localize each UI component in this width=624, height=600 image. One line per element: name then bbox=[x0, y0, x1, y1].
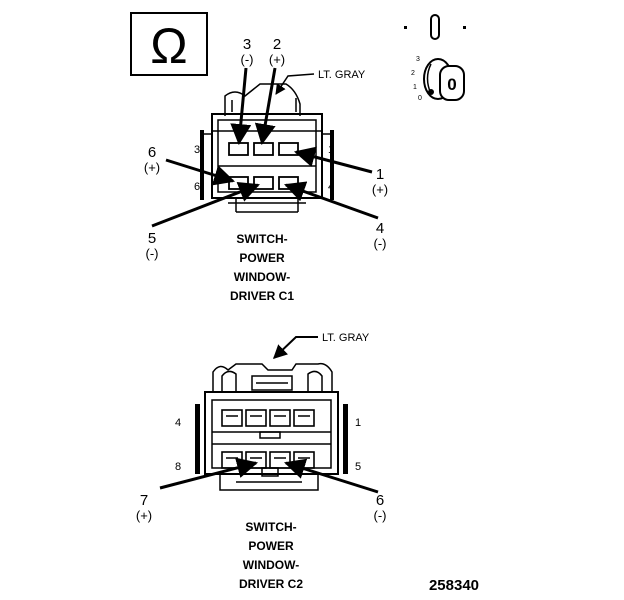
ignition-switch-icon: 3 2 1 0 0 bbox=[404, 14, 466, 102]
c2-callout-pin-7-sign: (+) bbox=[136, 508, 152, 523]
c1-caption-line-2: POWER bbox=[239, 251, 285, 265]
ignition-key-label: 0 bbox=[447, 75, 456, 94]
c2-caption-line-3: WINDOW- bbox=[243, 558, 299, 572]
c2-callout-pin-7-number: 7 bbox=[140, 492, 148, 509]
c1-cavity-number-top-right: 1 bbox=[328, 144, 334, 156]
c2-cavity-number-top-left: 4 bbox=[175, 417, 181, 429]
ignition-pos-2: 2 bbox=[411, 70, 415, 77]
c2-cavity-number-bottom-left: 8 bbox=[175, 461, 181, 473]
c1-callout-pin-1-number: 1 bbox=[376, 166, 384, 183]
ignition-pos-3: 3 bbox=[416, 56, 420, 63]
c1-callout-pin-2-number: 2 bbox=[273, 36, 281, 53]
c1-callout-pin-3-number: 3 bbox=[243, 36, 251, 53]
c2-callout-pin-6: 6 (-) bbox=[283, 458, 387, 523]
c2-callout-pin-6-sign: (-) bbox=[374, 508, 387, 523]
ohm-symbol-icon: Ω bbox=[130, 12, 208, 76]
c1-callout-pin-4-number: 4 bbox=[376, 220, 384, 237]
c1-callout-pin-5-sign: (-) bbox=[146, 246, 159, 261]
c2-caption-line-1: SWITCH- bbox=[245, 520, 296, 534]
c1-callout-pin-3: 3 (-) bbox=[230, 36, 254, 146]
c1-color-note: LT. GRAY bbox=[318, 69, 366, 81]
c1-callout-pin-6: 6 (+) bbox=[144, 144, 236, 186]
figure-number: 258340 bbox=[429, 577, 479, 594]
connector-c2-body bbox=[195, 362, 348, 491]
c2-color-note: LT. GRAY bbox=[322, 332, 370, 344]
c2-cavity-number-top-right: 1 bbox=[355, 417, 361, 429]
c1-callout-pin-4-sign: (-) bbox=[374, 236, 387, 251]
c1-cavity-number-top-left: 3 bbox=[194, 144, 200, 156]
ignition-pos-0: 0 bbox=[418, 95, 422, 102]
c2-cavity-number-bottom-right: 5 bbox=[355, 461, 361, 473]
c2-callout-pin-6-number: 6 bbox=[376, 492, 384, 509]
c1-callout-pin-5: 5 (-) bbox=[146, 182, 260, 261]
c1-callout-pin-1-sign: (+) bbox=[372, 182, 388, 197]
c1-callout-pin-6-sign: (+) bbox=[144, 160, 160, 175]
c1-callout-pin-4: 4 (-) bbox=[284, 181, 387, 251]
connector-c2: 4 1 8 5 LT. GRAY 7 (+) 6 (-) SWITCH- POW… bbox=[136, 332, 387, 591]
c1-cavity-number-bottom-left: 6 bbox=[194, 181, 200, 193]
c1-callout-pin-1: 1 (+) bbox=[293, 146, 388, 197]
ohm-glyph: Ω bbox=[150, 18, 187, 74]
connector-c1: 3 1 6 4 LT. GRAY 3 (-) 2 (+) 6 (+) 1 (+) bbox=[144, 36, 388, 303]
c1-caption: SWITCH- POWER WINDOW- DRIVER C1 bbox=[230, 232, 294, 303]
connector-c1-body bbox=[200, 83, 334, 213]
c1-callout-pin-5-number: 5 bbox=[148, 230, 156, 247]
c1-caption-line-4: DRIVER C1 bbox=[230, 289, 294, 303]
c1-callout-pin-3-sign: (-) bbox=[241, 52, 254, 67]
c2-callout-pin-7: 7 (+) bbox=[136, 457, 259, 523]
c2-caption: SWITCH- POWER WINDOW- DRIVER C2 bbox=[239, 520, 303, 591]
c1-cavity-number-bottom-right: 4 bbox=[328, 181, 334, 193]
ignition-pos-1: 1 bbox=[413, 84, 417, 91]
c1-caption-line-1: SWITCH- bbox=[236, 232, 287, 246]
c1-callout-pin-2: 2 (+) bbox=[254, 36, 285, 146]
c1-caption-line-3: WINDOW- bbox=[234, 270, 290, 284]
c2-caption-line-2: POWER bbox=[248, 539, 294, 553]
c1-callout-pin-2-sign: (+) bbox=[269, 52, 285, 67]
c1-callout-pin-6-number: 6 bbox=[148, 144, 156, 161]
c2-caption-line-4: DRIVER C2 bbox=[239, 577, 303, 591]
